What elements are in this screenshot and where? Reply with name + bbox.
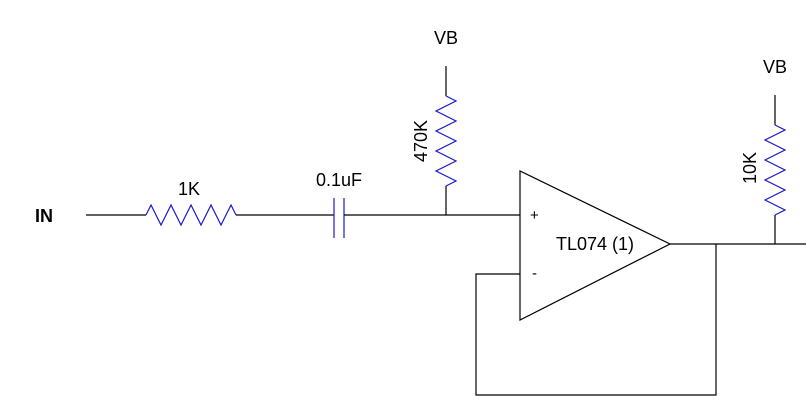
input-resistor — [145, 203, 237, 227]
bias-resistor-label: 470K — [411, 120, 431, 162]
opamp-label: TL074 (1) — [556, 234, 634, 254]
bias-resistor — [434, 95, 458, 187]
capacitor-label: 0.1uF — [316, 170, 362, 190]
output-resistor-label: 10K — [740, 152, 760, 184]
opamp-triangle — [519, 170, 672, 321]
input-resistor-label: 1K — [178, 179, 200, 199]
output-supply-label: VB — [763, 57, 787, 77]
feedback-wire — [475, 244, 717, 396]
opamp-plus-label: + — [530, 207, 539, 224]
input-label: IN — [35, 206, 53, 226]
opamp-minus-label: - — [532, 265, 537, 282]
bias-supply-label: VB — [434, 28, 458, 48]
output-resistor — [763, 124, 787, 216]
